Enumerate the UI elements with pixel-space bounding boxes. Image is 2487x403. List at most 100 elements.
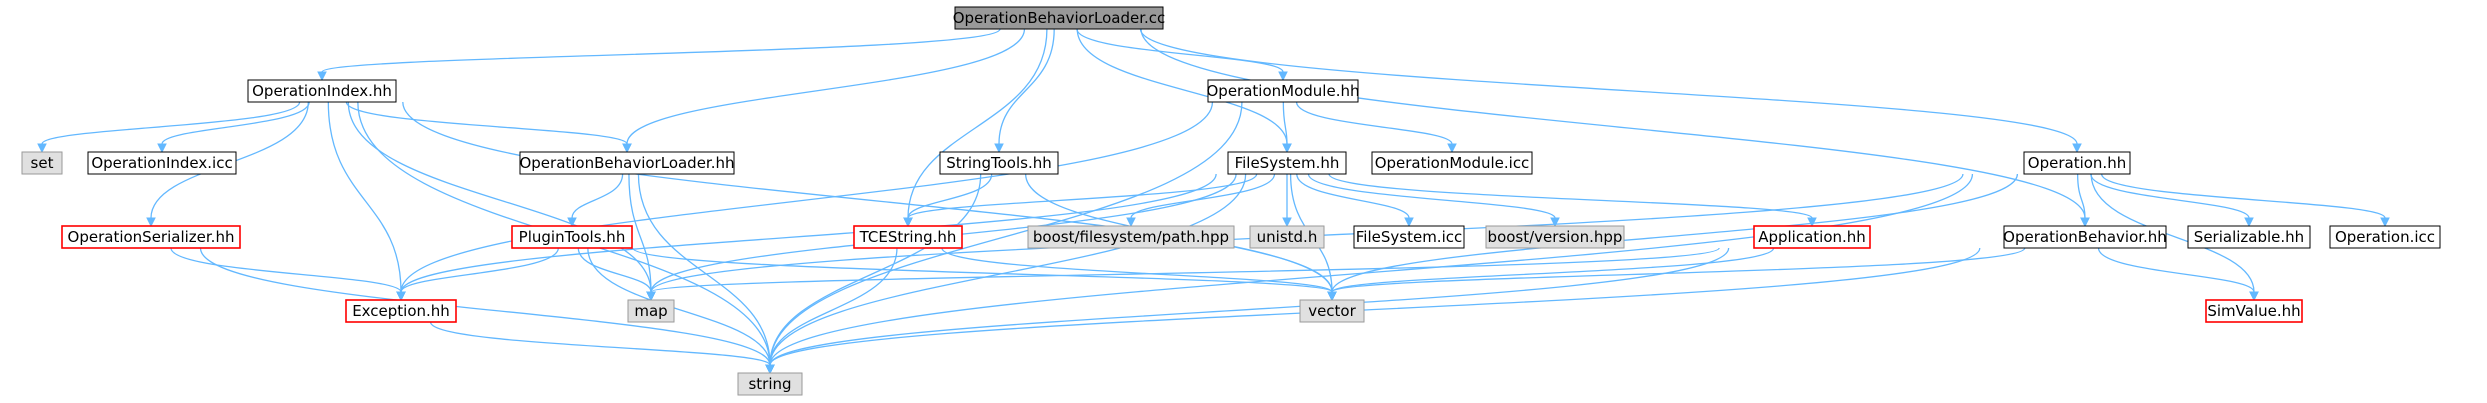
node-box <box>2329 225 2441 249</box>
node-label: StringTools.hh <box>946 154 1052 172</box>
edge-opbehavior-to-vector <box>1331 247 2026 293</box>
arrowhead-set <box>37 143 47 154</box>
edge-stringtools-to-string <box>769 173 982 366</box>
edge-tcestring-to-string <box>769 247 898 366</box>
node-operation-icc[interactable]: Operation.icc <box>2329 225 2441 249</box>
edge-opmodule_hh-to-exception <box>400 101 1214 293</box>
node-opindex-hh[interactable]: OperationIndex.hh <box>247 79 397 103</box>
node-box <box>1371 151 1533 175</box>
arrowhead-operation_icc <box>2380 217 2390 228</box>
node-box <box>939 151 1059 175</box>
node-box <box>21 151 63 175</box>
node-string: string <box>737 372 803 396</box>
edge-root-to-opindex_hh <box>321 28 1001 73</box>
edge-operation_hh-to-vector <box>1331 173 2019 293</box>
node-map: map <box>627 299 675 323</box>
node-opmodule-hh[interactable]: OperationModule.hh <box>1207 79 1360 103</box>
node-serializable[interactable]: Serializable.hh <box>2187 225 2311 249</box>
node-application[interactable]: Application.hh <box>1753 225 1871 249</box>
node-box <box>1249 225 1325 249</box>
edge-opmodule_hh-to-filesystem_hh <box>1282 101 1288 145</box>
edge-operation_hh-to-simvalue <box>2090 173 2255 293</box>
node-opmodule-icc[interactable]: OperationModule.icc <box>1371 151 1533 175</box>
edge-operation_hh-to-string <box>769 173 1974 366</box>
arrowhead-unistd <box>1282 217 1292 228</box>
node-label: set <box>31 154 54 172</box>
node-label: Operation.icc <box>2335 228 2435 246</box>
edge-filesystem_hh-to-application <box>1328 173 1813 219</box>
arrowhead-exception <box>396 291 406 302</box>
arrowhead-opmodule_icc <box>1447 143 1457 154</box>
node-box <box>2003 225 2167 249</box>
node-tcestring[interactable]: TCEString.hh <box>853 225 963 249</box>
node-label: FileSystem.hh <box>1235 154 1340 172</box>
node-vector: vector <box>1299 299 1365 323</box>
node-box <box>1027 225 1235 249</box>
node-box <box>1207 79 1359 103</box>
node-label: OperationBehaviorLoader.cc <box>953 9 1166 27</box>
edge-application-to-vector <box>1331 247 1775 293</box>
edge-filesystem_hh-to-filesystem_icc <box>1296 173 1410 219</box>
node-root[interactable]: OperationBehaviorLoader.cc <box>953 6 1166 30</box>
nodes-layer: OperationBehaviorLoader.ccOperationIndex… <box>21 6 2441 396</box>
arrowhead-string <box>765 364 775 375</box>
node-opbehavior[interactable]: OperationBehavior.hh <box>2003 225 2167 249</box>
arrowhead-tcestring <box>903 217 913 228</box>
node-operation-hh[interactable]: Operation.hh <box>2023 151 2131 175</box>
arrowhead-opindex_hh <box>317 71 327 82</box>
node-label: OperationIndex.icc <box>91 154 232 172</box>
edge-opindex_hh-to-exception <box>327 101 402 293</box>
arrowhead-application <box>1807 217 1817 228</box>
node-label: vector <box>1308 302 1356 320</box>
node-label: Application.hh <box>1758 228 1866 246</box>
node-oploader-hh[interactable]: OperationBehaviorLoader.hh <box>519 151 735 175</box>
node-label: SimValue.hh <box>2207 302 2300 320</box>
arrowhead-opindex_icc <box>157 143 167 154</box>
edge-plugintools-to-exception <box>400 247 559 293</box>
node-box <box>511 225 633 249</box>
node-exception[interactable]: Exception.hh <box>345 299 457 323</box>
node-box <box>1227 151 1347 175</box>
edge-root-to-oploader_hh <box>626 28 1026 145</box>
node-opserializer[interactable]: OperationSerializer.hh <box>61 225 241 249</box>
node-box <box>1485 225 1625 249</box>
edge-plugintools-to-string <box>587 247 771 366</box>
arrowhead-filesystem_hh <box>1282 143 1292 154</box>
node-label: boost/version.hpp <box>1488 228 1623 246</box>
node-box <box>247 79 397 103</box>
node-box <box>2187 225 2311 249</box>
arrowhead-filesystem_icc <box>1404 217 1414 228</box>
node-box <box>627 299 675 323</box>
edge-operation_hh-to-operation_icc <box>2100 173 2386 219</box>
node-label: OperationModule.hh <box>1207 82 1360 100</box>
node-label: unistd.h <box>1257 228 1318 246</box>
node-label: FileSystem.icc <box>1356 228 1462 246</box>
edge-application-to-map <box>650 247 1720 293</box>
node-filesystem-icc[interactable]: FileSystem.icc <box>1353 225 1465 249</box>
node-filesystem-hh[interactable]: FileSystem.hh <box>1227 151 1347 175</box>
node-opindex-icc[interactable]: OperationIndex.icc <box>87 151 237 175</box>
arrowhead-boost_version <box>1550 217 1560 228</box>
edge-opmodule_hh-to-string <box>769 101 1243 366</box>
node-unistd: unistd.h <box>1249 225 1325 249</box>
node-box <box>737 372 803 396</box>
node-set: set <box>21 151 63 175</box>
edge-operation_hh-to-serializable <box>2090 173 2250 219</box>
edge-opindex_hh-to-set <box>41 101 301 145</box>
node-plugintools[interactable]: PluginTools.hh <box>511 225 633 249</box>
edge-plugintools-to-vector <box>632 247 1333 293</box>
edge-opmodule_hh-to-opmodule_icc <box>1295 101 1453 145</box>
edge-opindex_hh-to-oploader_hh <box>345 101 628 145</box>
edge-oploader_hh-to-string <box>637 173 771 366</box>
edge-opbehavior-to-simvalue <box>2097 247 2255 293</box>
node-label: PluginTools.hh <box>519 228 626 246</box>
arrowhead-operation_hh <box>2072 143 2082 154</box>
node-simvalue[interactable]: SimValue.hh <box>2205 299 2303 323</box>
node-label: OperationSerializer.hh <box>68 228 235 246</box>
node-label: boost/filesystem/path.hpp <box>1033 228 1229 246</box>
edge-root-to-operation_hh <box>1139 28 2078 145</box>
arrowhead-opserializer <box>146 217 156 228</box>
node-stringtools[interactable]: StringTools.hh <box>939 151 1059 175</box>
node-label: TCEString.hh <box>859 228 957 246</box>
